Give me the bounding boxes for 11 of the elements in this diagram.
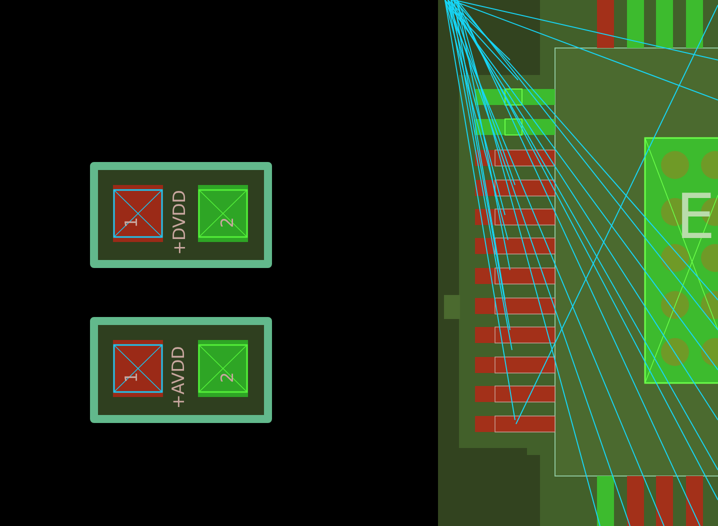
pad-number: 1 xyxy=(124,372,141,382)
component-outline xyxy=(90,162,272,268)
smd-pad xyxy=(198,185,248,242)
smd-pad xyxy=(198,340,248,397)
component-outline xyxy=(90,317,272,423)
pad-number: 2 xyxy=(220,216,237,228)
pad-number: 2 xyxy=(220,372,237,382)
net-name: +AVDD xyxy=(170,346,188,408)
net-name: +DVDD xyxy=(172,190,189,254)
pad-number: 1 xyxy=(124,216,141,228)
silkscreen-designator: E xyxy=(676,182,716,252)
